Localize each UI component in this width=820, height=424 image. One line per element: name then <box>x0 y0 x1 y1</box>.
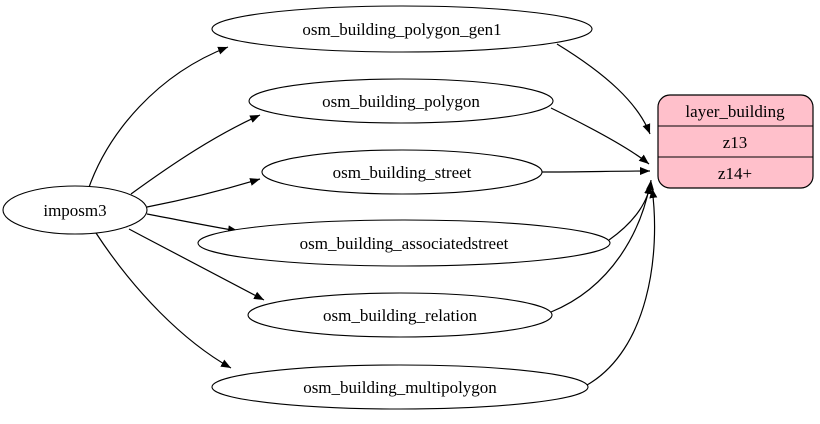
osm_building_street-label: osm_building_street <box>333 163 472 182</box>
osm_building_associatedstreet-ellipse <box>197 219 611 267</box>
edge-osm_building_street-to-z14 <box>541 167 651 176</box>
edge-osm_building_polygon-to-z14 <box>550 107 650 165</box>
edge-osm_building_associatedstreet-to-z14 <box>608 179 654 241</box>
node-osm_building_polygon_gen1: osm_building_polygon_gen1 <box>211 5 593 53</box>
layer_building-title: layer_building <box>685 102 785 121</box>
node-imposm3: imposm3 <box>2 185 148 235</box>
layer_building-row-z14: z14+ <box>718 164 752 183</box>
osm_building_polygon-ellipse <box>248 78 554 124</box>
osm_building_associatedstreet-label: osm_building_associatedstreet <box>300 234 509 253</box>
edge-osm_building_relation-to-z14 <box>550 183 653 313</box>
node-osm_building_polygon: osm_building_polygon <box>248 78 554 124</box>
osm_building_polygon_gen1-ellipse <box>211 5 593 53</box>
edge-imposm3-to-osm_building_relation <box>128 228 265 301</box>
imposm3-ellipse <box>2 185 148 235</box>
edge-osm_building_polygon_gen1-to-z13 <box>556 43 651 135</box>
edge-imposm3-to-osm_building_associatedstreet <box>146 213 239 234</box>
node-osm_building_multipolygon: osm_building_multipolygon <box>211 364 589 410</box>
layer_building-box <box>657 94 814 189</box>
osm_building_polygon_gen1-label: osm_building_polygon_gen1 <box>302 20 501 39</box>
node-osm_building_street: osm_building_street <box>261 149 543 195</box>
edge-imposm3-to-osm_building_polygon_gen1 <box>87 46 229 191</box>
node-osm_building_associatedstreet: osm_building_associatedstreet <box>197 219 611 267</box>
node-layer_building: layer_building z13 z14+ <box>657 94 814 189</box>
edge-osm_building_multipolygon-to-z14 <box>586 187 658 386</box>
osm_building_multipolygon-ellipse <box>211 364 589 410</box>
node-osm_building_relation: osm_building_relation <box>247 292 553 338</box>
osm_building_polygon-label: osm_building_polygon <box>322 92 480 111</box>
osm_building_relation-ellipse <box>247 292 553 338</box>
edge-imposm3-to-osm_building_multipolygon <box>95 232 232 369</box>
osm_building_street-ellipse <box>261 149 543 195</box>
edges-from-source <box>87 46 265 369</box>
layer_building-row-z13: z13 <box>723 133 748 152</box>
edge-imposm3-to-osm_building_street <box>146 178 261 208</box>
edges-to-layer <box>541 43 658 386</box>
edge-imposm3-to-osm_building_polygon <box>130 114 261 195</box>
osm_building_relation-label: osm_building_relation <box>323 306 477 325</box>
osm_building_multipolygon-label: osm_building_multipolygon <box>303 378 497 397</box>
imposm3-label: imposm3 <box>43 201 106 220</box>
